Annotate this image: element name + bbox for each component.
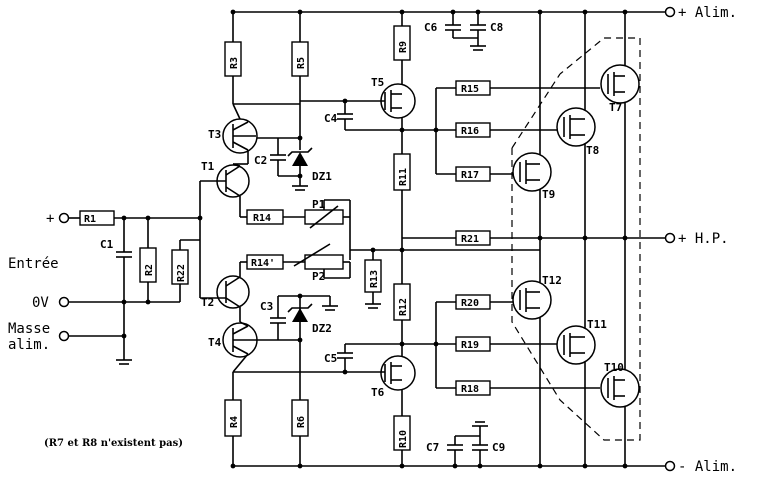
t2-label: T2 <box>201 296 214 309</box>
ov-label: 0V <box>32 295 49 311</box>
input-plus-label: + <box>46 211 54 227</box>
t6-label: T6 <box>371 386 385 399</box>
t1-label: T1 <box>201 160 215 173</box>
gate-resistors <box>402 80 676 396</box>
resistor-r4 <box>224 399 242 437</box>
alim-plus-label: + Alim. <box>678 5 737 21</box>
r10-label: R10 <box>398 430 409 448</box>
zener-dz1 <box>292 152 308 166</box>
r5-label: R5 <box>296 57 307 69</box>
resistor-r11 <box>393 153 411 191</box>
t4-label: T4 <box>208 336 222 349</box>
r2-label: R2 <box>144 264 155 276</box>
mosfet-t7 <box>600 64 640 104</box>
note-text: (R7 et R8 n'existent pas) <box>44 438 183 449</box>
c1-label: C1 <box>100 238 114 251</box>
c4-label: C4 <box>324 112 338 125</box>
dz1-label: DZ1 <box>312 170 332 183</box>
t11-label: T11 <box>587 318 607 331</box>
c5-label: C5 <box>324 352 337 365</box>
p2-label: P2 <box>312 270 325 283</box>
resistor-r6 <box>291 399 309 437</box>
zener-dz2 <box>292 308 308 322</box>
alim-minus-label: - Alim. <box>678 459 737 475</box>
mosfet-t12 <box>512 280 552 320</box>
ov-terminal[interactable] <box>58 296 70 308</box>
alim-label: alim. <box>8 337 50 353</box>
r17-label: R17 <box>461 170 479 181</box>
t10-label: T10 <box>604 361 624 374</box>
hp-terminal[interactable] <box>664 232 676 244</box>
mosfet-t11 <box>556 325 596 365</box>
r3-label: R3 <box>229 57 240 69</box>
labels: + Alim. - Alim. + H.P. + Entrée 0V Masse… <box>8 5 737 475</box>
r12-label: R12 <box>398 298 409 316</box>
input-plus-terminal[interactable] <box>58 212 70 224</box>
c2-label: C2 <box>254 154 267 167</box>
r11-label: R11 <box>398 168 409 186</box>
dz2-label: DZ2 <box>312 322 332 335</box>
driver-stage <box>199 9 351 469</box>
r16-label: R16 <box>461 126 479 137</box>
r15-label: R15 <box>461 84 479 95</box>
resistor-r3 <box>224 41 242 77</box>
c7-label: C7 <box>426 441 439 454</box>
mosfet-t10 <box>600 368 640 408</box>
t7-label: T7 <box>609 101 622 114</box>
output-mosfets <box>511 37 641 441</box>
input-stage <box>58 210 203 365</box>
center-stage <box>300 9 540 469</box>
r18-label: R18 <box>461 384 479 395</box>
r4-label: R4 <box>229 416 240 428</box>
r21-label: R21 <box>461 234 479 245</box>
masse-label: Masse <box>8 321 50 337</box>
transistor-t2 <box>216 275 250 309</box>
t3-label: T3 <box>208 128 221 141</box>
c8-label: C8 <box>490 21 503 34</box>
t12-label: T12 <box>542 274 562 287</box>
c6-label: C6 <box>424 21 438 34</box>
entree-label: Entrée <box>8 256 59 272</box>
p1-label: P1 <box>312 198 326 211</box>
r14-prime-label: R14' <box>251 258 275 269</box>
hp-label: + H.P. <box>678 231 729 247</box>
masse-terminal[interactable] <box>58 330 70 342</box>
resistor-r9 <box>393 25 411 61</box>
r13-label: R13 <box>369 270 380 288</box>
r14-label: R14 <box>253 213 271 224</box>
mosfet-t9 <box>512 152 552 192</box>
c3-label: C3 <box>260 300 273 313</box>
heatsink-outline <box>511 37 641 441</box>
t5-label: T5 <box>371 76 384 89</box>
r20-label: R20 <box>461 298 479 309</box>
r9-label: R9 <box>398 41 409 53</box>
r19-label: R19 <box>461 340 479 351</box>
c9-label: C9 <box>492 441 505 454</box>
resistor-r10 <box>393 415 411 451</box>
r6-label: R6 <box>296 416 307 428</box>
t9-label: T9 <box>542 188 555 201</box>
resistor-r12 <box>393 283 411 321</box>
resistor-r5 <box>291 41 309 77</box>
mosfet-t8 <box>556 107 596 147</box>
r1-label: R1 <box>84 214 96 225</box>
t8-label: T8 <box>586 144 599 157</box>
potentiometer-p2 <box>304 254 344 270</box>
transistor-t6 <box>380 355 416 391</box>
transistor-t5 <box>380 83 416 119</box>
r22-label: R22 <box>176 264 187 282</box>
